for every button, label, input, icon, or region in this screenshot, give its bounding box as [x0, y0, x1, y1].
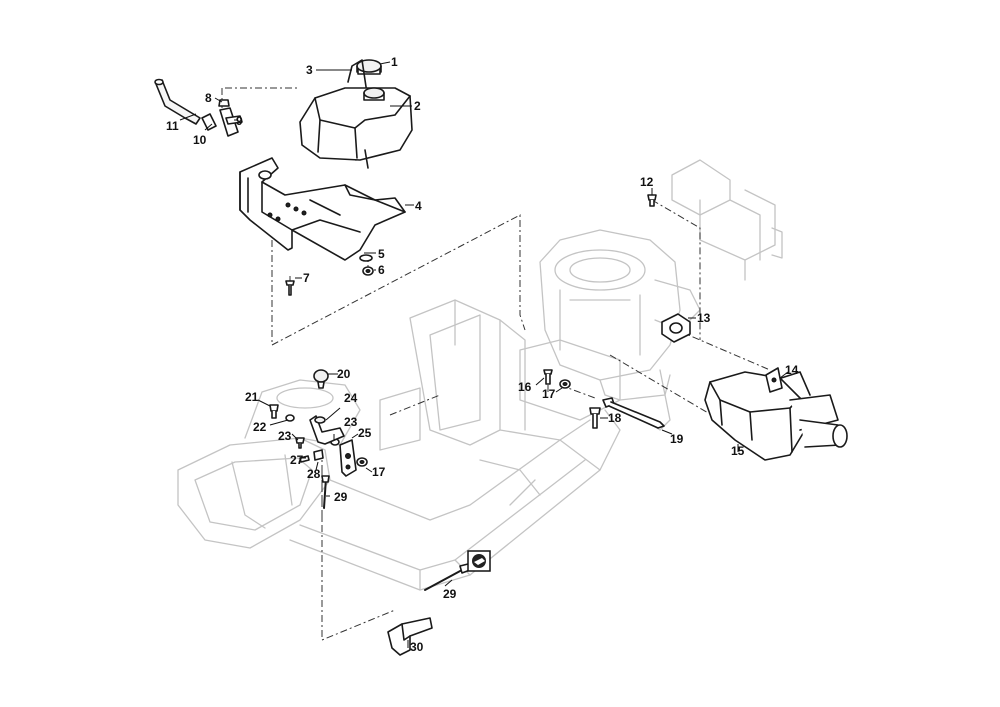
callout-23-left: 23 [278, 429, 292, 443]
callout-28: 28 [307, 467, 321, 481]
callout-3: 3 [306, 63, 313, 77]
part-screw-7[interactable] [285, 280, 295, 296]
part-bolt-21[interactable] [269, 404, 279, 419]
callout-17-lever: 17 [372, 465, 386, 479]
part-muffler-bracket[interactable] [765, 367, 783, 393]
callout-22: 22 [253, 420, 267, 434]
callout-24: 24 [344, 391, 358, 405]
leader-lines [179, 61, 789, 648]
part-throttle-lever[interactable] [309, 415, 345, 445]
part-exhaust-gasket[interactable] [661, 313, 691, 343]
part-screw-16[interactable] [543, 369, 553, 385]
part-pivot-plate[interactable] [339, 439, 357, 477]
callout-labels: 1 2 3 4 5 6 7 8 9 10 11 12 13 14 15 16 1… [166, 55, 799, 654]
part-tank-support-plate[interactable] [239, 157, 406, 261]
part-nut-17a[interactable] [559, 379, 571, 389]
callout-30: 30 [410, 640, 424, 654]
callout-27: 27 [290, 453, 304, 467]
callout-17-engine: 17 [542, 387, 556, 401]
part-control-knob[interactable] [313, 369, 329, 389]
callout-29-lower: 29 [443, 587, 457, 601]
callout-14: 14 [785, 363, 799, 377]
callout-25: 25 [358, 426, 372, 440]
part-bolt-23a[interactable] [295, 437, 305, 449]
part-fuel-tank[interactable] [299, 87, 413, 169]
callout-6: 6 [378, 263, 385, 277]
part-nut-17b[interactable] [356, 457, 368, 467]
callout-19: 19 [670, 432, 684, 446]
callout-16: 16 [518, 380, 532, 394]
part-screw-12[interactable] [647, 194, 657, 207]
callout-23-right: 23 [344, 415, 358, 429]
callout-7: 7 [303, 271, 310, 285]
part-mounting-bracket[interactable] [387, 617, 433, 656]
callout-21: 21 [245, 390, 259, 404]
hand-tool-icon [467, 550, 491, 572]
callout-1: 1 [391, 55, 398, 69]
callout-10: 10 [193, 133, 207, 147]
part-fuel-cap[interactable] [356, 59, 382, 75]
assembly-lines [221, 87, 771, 641]
part-long-bolt[interactable] [602, 397, 665, 429]
callout-9: 9 [236, 114, 243, 128]
callout-18: 18 [608, 411, 622, 425]
callout-8: 8 [205, 91, 212, 105]
part-hose-clip[interactable] [201, 113, 217, 131]
part-cable-clip[interactable] [313, 449, 324, 461]
callout-2: 2 [414, 99, 421, 113]
callout-29-upper: 29 [334, 490, 348, 504]
part-muffler[interactable] [704, 371, 848, 461]
part-nut[interactable] [362, 266, 374, 276]
part-washer-22[interactable] [285, 414, 295, 422]
callout-13: 13 [697, 311, 711, 325]
part-bolt-18[interactable] [589, 407, 601, 429]
callout-4: 4 [415, 199, 422, 213]
part-washer[interactable] [359, 254, 373, 262]
callout-15: 15 [731, 444, 745, 458]
part-throttle-cable-upper[interactable] [321, 475, 330, 509]
callout-5: 5 [378, 247, 385, 261]
callout-20: 20 [337, 367, 351, 381]
callout-11: 11 [166, 119, 179, 133]
part-fuel-hose[interactable] [154, 78, 201, 125]
callout-12: 12 [640, 175, 654, 189]
